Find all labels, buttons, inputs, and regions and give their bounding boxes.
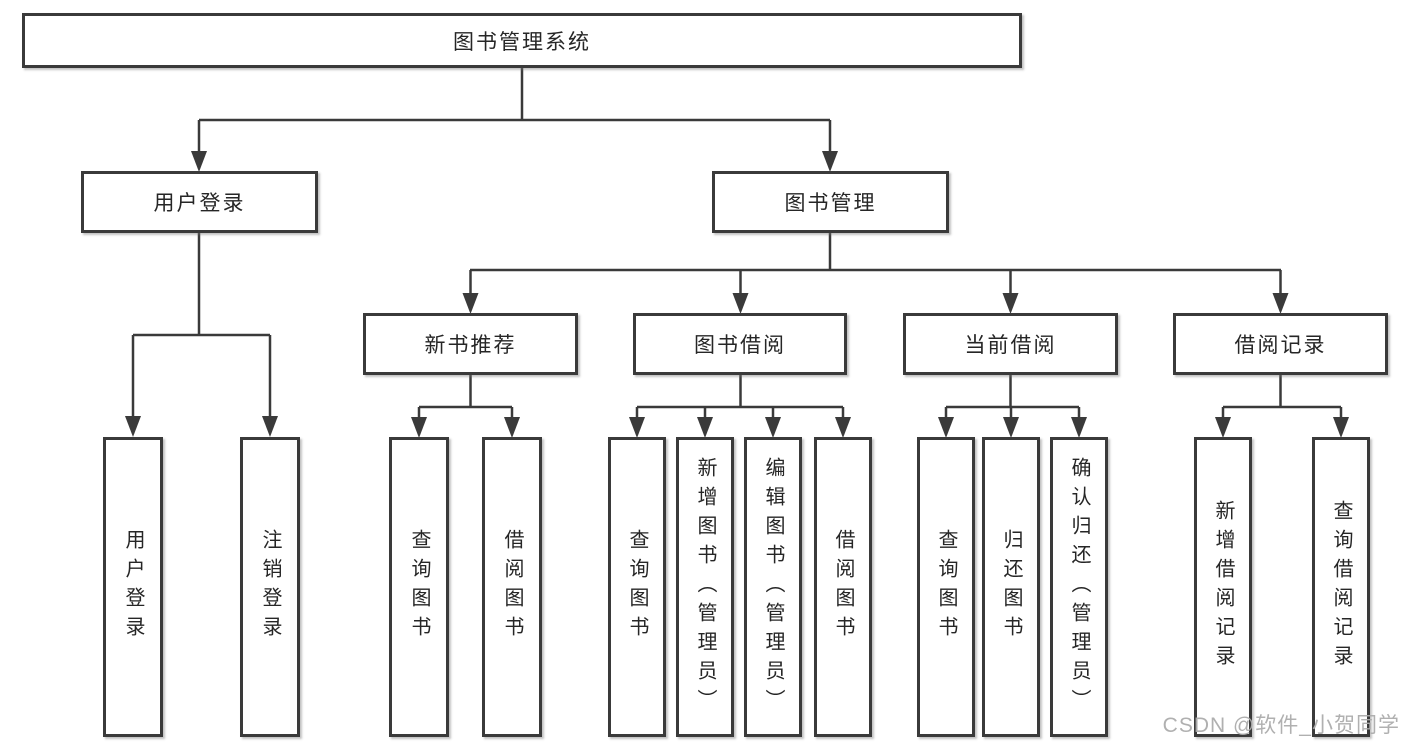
leaf-borrow-borrow-books: 借阅图书 <box>814 437 872 737</box>
leaf-user-login: 用户登录 <box>103 437 163 737</box>
leaf-logout: 注销登录 <box>240 437 300 737</box>
csdn-watermark: CSDN @软件_小贺同学 <box>1162 714 1400 737</box>
leaf-current-return-books: 归还图书 <box>982 437 1040 737</box>
leaf-current-confirm-return-admin: 确认归还（管理员） <box>1050 437 1108 737</box>
leaf-records-add-record: 新增借阅记录 <box>1194 437 1252 737</box>
leaf-borrow-edit-books-admin: 编辑图书（管理员） <box>744 437 802 737</box>
leaf-borrow-add-books-admin: 新增图书（管理员） <box>676 437 734 737</box>
node-borrow-records: 借阅记录 <box>1173 313 1388 375</box>
node-book-management-module: 图书管理 <box>712 171 949 233</box>
leaf-borrow-query-books: 查询图书 <box>608 437 666 737</box>
leaf-newbooks-query-books: 查询图书 <box>389 437 449 737</box>
node-book-borrow: 图书借阅 <box>633 313 847 375</box>
node-current-borrow: 当前借阅 <box>903 313 1118 375</box>
leaf-records-query-record: 查询借阅记录 <box>1312 437 1370 737</box>
node-user-login-module: 用户登录 <box>81 171 318 233</box>
leaf-current-query-books: 查询图书 <box>917 437 975 737</box>
leaf-newbooks-borrow-books: 借阅图书 <box>482 437 542 737</box>
node-root-system: 图书管理系统 <box>22 13 1022 68</box>
node-new-book-recommend: 新书推荐 <box>363 313 578 375</box>
